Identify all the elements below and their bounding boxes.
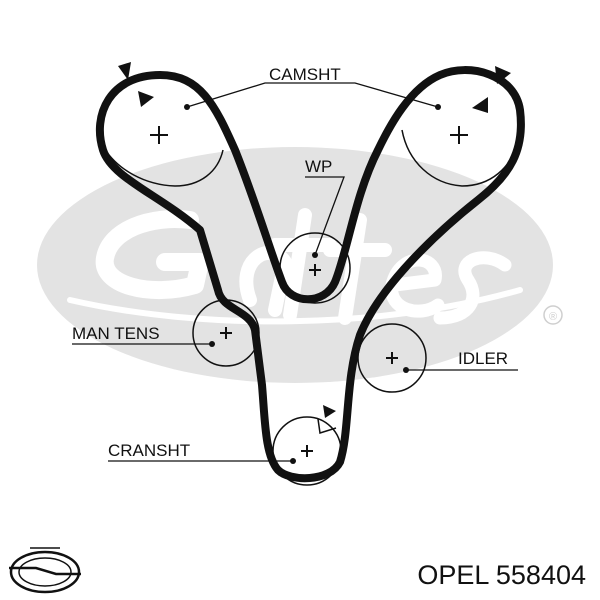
watermark-letter-s — [433, 251, 512, 325]
plus-icon — [309, 264, 321, 276]
plus-icon — [450, 126, 468, 144]
watermark-letter-t2 — [323, 213, 392, 325]
wp-dot — [312, 252, 318, 258]
cranshaft-label: CRANSHT — [108, 441, 190, 460]
crankshaft-pulley — [272, 416, 342, 486]
camshaft-pulley-left — [103, 126, 224, 187]
registered-mark: ® — [549, 311, 557, 323]
idler-pulley — [357, 323, 427, 393]
plus-icon — [220, 327, 232, 339]
man-tens-dot — [209, 341, 215, 347]
wp-leader-line — [305, 176, 345, 256]
idler-dot — [403, 367, 409, 373]
watermark-letter-g — [95, 210, 209, 300]
cranshaft-dot — [290, 458, 296, 464]
camshaft-pulley-right — [401, 126, 519, 187]
plus-icon — [301, 445, 313, 457]
part-number: 558404 — [496, 560, 586, 590]
watermark-letter-a — [239, 245, 292, 317]
wp-label: WP — [305, 157, 332, 176]
plus-icon — [150, 126, 168, 144]
timing-mark-arrow-left-inner — [138, 91, 154, 107]
water-pump-pulley — [279, 232, 351, 304]
idler-label: IDLER — [458, 349, 508, 368]
part-caption: OPEL 558404 — [417, 560, 586, 590]
brand-name: OPEL — [417, 560, 489, 590]
timing-mark-arrow-right-inner — [472, 97, 488, 113]
opel-logo — [9, 547, 81, 594]
timing-mark-arrow-left-outer — [118, 62, 131, 80]
manual-tensioner-pulley — [192, 299, 260, 367]
plus-icon — [386, 352, 398, 364]
registered-mark-circle — [543, 305, 563, 325]
timing-mark-arrow-crank — [323, 405, 336, 418]
camshaft-label: CAMSHT — [269, 65, 341, 84]
man-tens-label: MAN TENS — [72, 324, 160, 343]
timing-mark-arrow-right-outer — [495, 66, 511, 84]
camshaft-left-dot — [184, 104, 190, 110]
camshaft-leader-line — [186, 82, 439, 108]
camshaft-right-dot — [435, 104, 441, 110]
timing-mark-line — [317, 418, 337, 434]
watermark-swoosh — [67, 287, 523, 325]
